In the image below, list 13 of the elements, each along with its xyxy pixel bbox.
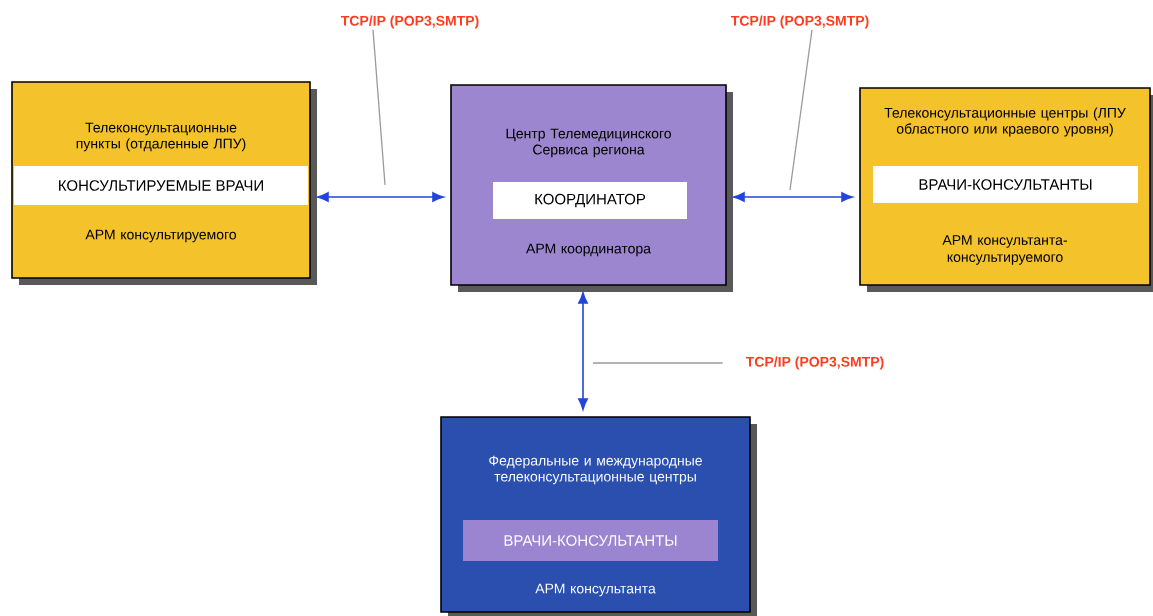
leader-line	[789, 29, 813, 191]
role-box: КООРДИНАТОР	[493, 182, 687, 219]
leader-line	[372, 29, 386, 186]
protocol-label: TCP/IP (POP3,SMTP)	[745, 356, 884, 370]
protocol-label: TCP/IP (POP3,SMTP)	[340, 15, 479, 29]
double-arrow	[578, 292, 588, 410]
leader-line	[592, 362, 724, 364]
protocol-label: TCP/IP (POP3,SMTP)	[730, 15, 869, 29]
double-arrow	[733, 192, 853, 202]
role-box: КОНСУЛЬТИРУЕМЫЕ ВРАЧИ	[14, 166, 308, 205]
role-box: ВРАЧИ-КОНСУЛЬТАНТЫ	[873, 166, 1138, 203]
role-box: ВРАЧИ-КОНСУЛЬТАНТЫ	[463, 520, 718, 561]
double-arrow	[317, 192, 444, 202]
